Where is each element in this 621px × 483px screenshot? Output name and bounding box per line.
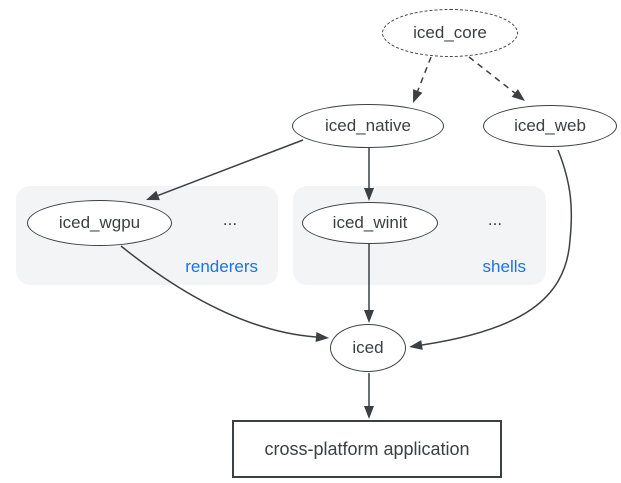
node-cross-platform-application: cross-platform application (232, 420, 502, 478)
node-iced-winit: iced_winit (302, 202, 438, 244)
node-iced: iced (330, 324, 406, 372)
arrowhead-iced-app (364, 406, 374, 419)
edge-core-native (417, 56, 432, 92)
arrowhead-web-iced (409, 340, 423, 350)
node-iced-web-label: iced_web (514, 116, 586, 135)
node-iced-label: iced (352, 338, 384, 357)
edge-core-web (468, 56, 516, 94)
node-iced-native-label: iced_native (324, 116, 411, 135)
renderers-group-label: renderers (185, 257, 258, 276)
shells-group-label: shells (482, 257, 526, 276)
edge-wgpu-iced (120, 245, 317, 338)
arrowhead-core-web (511, 89, 525, 101)
edge-web-iced (421, 149, 573, 346)
arrowhead-winit-iced (364, 310, 374, 323)
node-iced-native: iced_native (292, 104, 444, 148)
node-cross-platform-application-label: cross-platform application (264, 438, 470, 459)
shells-ellipsis: ... (487, 210, 503, 229)
arrowhead-wgpu-iced (315, 332, 329, 342)
node-iced-core-label: iced_core (413, 23, 487, 42)
node-iced-wgpu: iced_wgpu (27, 200, 172, 246)
renderers-ellipsis: ... (222, 210, 238, 229)
edge-native-wgpu (157, 139, 304, 197)
arrowhead-native-winit (364, 188, 374, 201)
node-iced-web: iced_web (483, 105, 617, 147)
arrowhead-native-wgpu (146, 190, 160, 201)
node-iced-wgpu-label: iced_wgpu (58, 213, 141, 232)
arrowhead-core-native (413, 89, 423, 103)
node-iced-winit-label: iced_winit (332, 213, 408, 232)
node-iced-core: iced_core (382, 9, 518, 57)
